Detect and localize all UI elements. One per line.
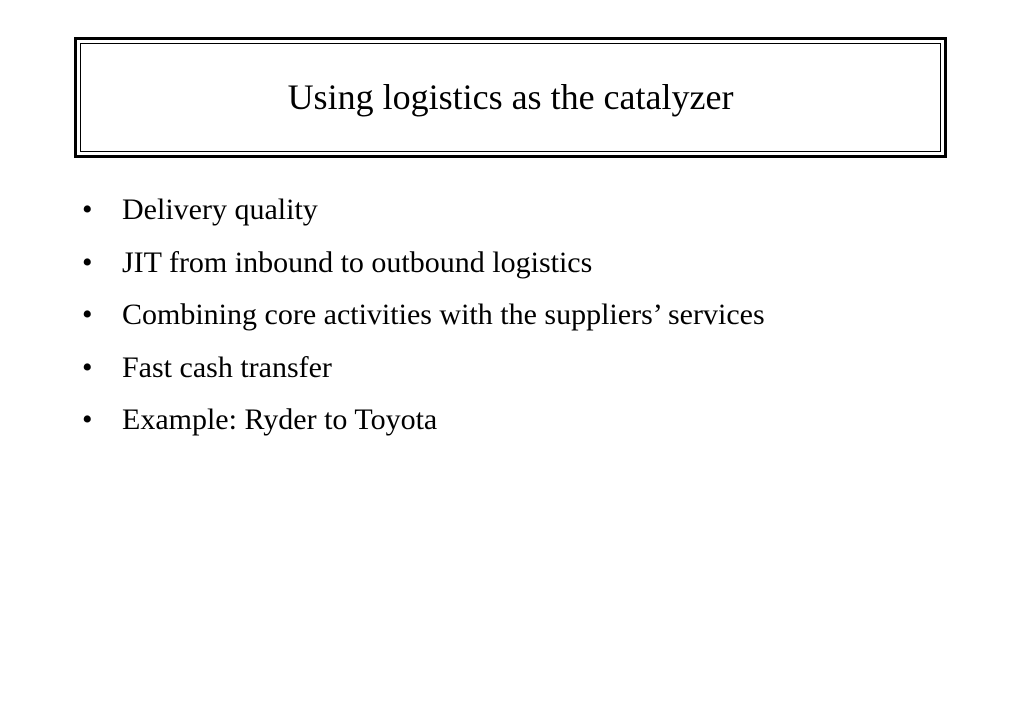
bullet-item-4: • Fast cash transfer: [82, 348, 765, 401]
bullet-icon: •: [82, 298, 93, 331]
bullet-text: Delivery quality: [122, 193, 318, 226]
bullet-icon: •: [82, 350, 93, 384]
slide-title: Using logistics as the catalyzer: [287, 76, 734, 117]
bullet-item-5: • Example: Ryder to Toyota: [82, 400, 765, 453]
bullet-item-3: • Combining core activities with the sup…: [82, 295, 765, 348]
bullet-item-2: • JIT from inbound to outbound logistics: [82, 243, 765, 296]
bullet-text: Fast cash transfer: [122, 350, 332, 384]
bullet-icon: •: [82, 403, 93, 436]
bullet-text: Example: Ryder to Toyota: [122, 403, 438, 436]
bullet-icon: •: [82, 245, 93, 279]
title-inner-border: Using logistics as the catalyzer: [80, 43, 941, 152]
bullet-text: Combining core activities with the suppl…: [122, 298, 765, 331]
bullet-text: JIT from inbound to outbound logistics: [122, 245, 593, 279]
bullet-icon: •: [82, 193, 93, 226]
title-frame: Using logistics as the catalyzer: [74, 37, 947, 158]
bullet-item-1: • Delivery quality: [82, 190, 765, 243]
bullet-list: • Delivery quality • JIT from inbound to…: [82, 190, 765, 453]
